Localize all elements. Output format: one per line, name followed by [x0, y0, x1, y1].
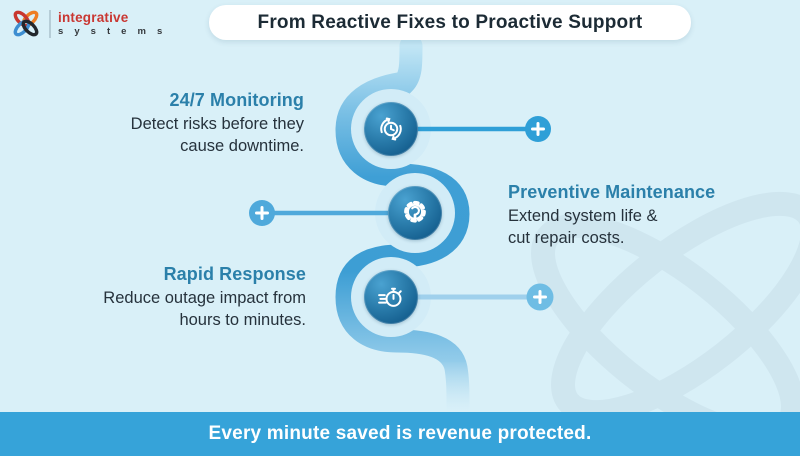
footer-tagline: Every minute saved is revenue protected.: [208, 423, 592, 444]
pinwheel-swirl-icon: [13, 10, 39, 37]
node-monitoring: [364, 102, 418, 156]
plus-icon: [533, 290, 547, 304]
milestone-desc-line: Extend system life &: [508, 207, 658, 225]
plus-icon: [255, 206, 269, 220]
milestone-maintenance: Preventive Maintenance Extend system lif…: [508, 182, 758, 249]
milestone-desc-line: Detect risks before they: [130, 115, 304, 133]
node-response: [364, 270, 418, 324]
plus-icon: [531, 122, 545, 136]
milestone-desc-line: hours to minutes.: [179, 310, 306, 329]
milestone-desc-line: Reduce outage impact from: [103, 289, 306, 307]
serpentine-ribbon: [335, 34, 470, 420]
milestone-title: Rapid Response: [163, 264, 306, 284]
milestone-desc-line: cut repair costs.: [508, 228, 625, 247]
milestone-title: 24/7 Monitoring: [169, 90, 304, 110]
node-maintenance: [388, 186, 442, 240]
monitoring-clock-sync-icon: [380, 117, 402, 141]
logo-brand-name: integrative: [58, 9, 129, 25]
logo-brand-sub: s y s t e m s: [58, 26, 167, 38]
brand-logo: integrative s y s t e m s: [10, 7, 166, 41]
milestone-title: Preventive Maintenance: [508, 182, 716, 202]
gear-wrench-icon: [404, 200, 426, 223]
title-banner: From Reactive Fixes to Proactive Support: [209, 5, 691, 40]
stopwatch-speed-icon: [378, 287, 402, 307]
milestone-desc-line: cause downtime.: [180, 136, 304, 155]
logo-divider: [49, 10, 51, 38]
page-title: From Reactive Fixes to Proactive Support: [257, 11, 643, 33]
ribbon-tail-fade: [434, 362, 484, 412]
footer-banner: Every minute saved is revenue protected.: [0, 412, 800, 456]
milestone-response: Rapid Response Reduce outage impact from…: [28, 264, 306, 331]
milestone-monitoring: 24/7 Monitoring Detect risks before they…: [38, 90, 304, 157]
